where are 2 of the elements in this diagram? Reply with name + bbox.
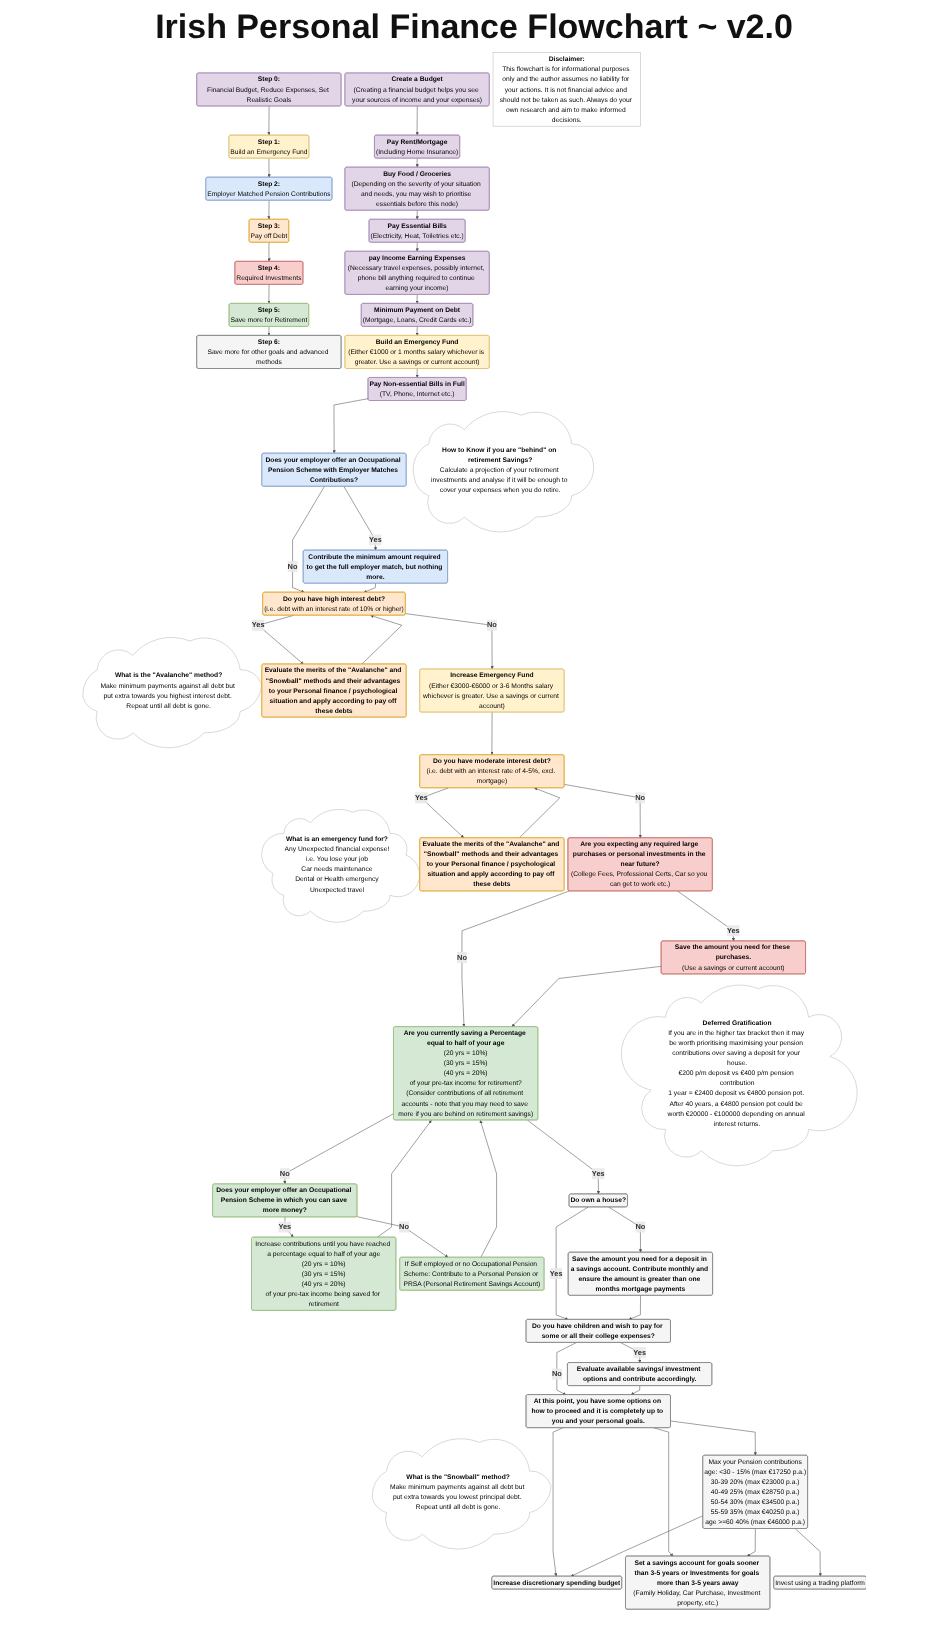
title: Irish Personal Finance Flowchart ~ v2.0 bbox=[153, 6, 795, 50]
arrow bbox=[414, 158, 419, 168]
